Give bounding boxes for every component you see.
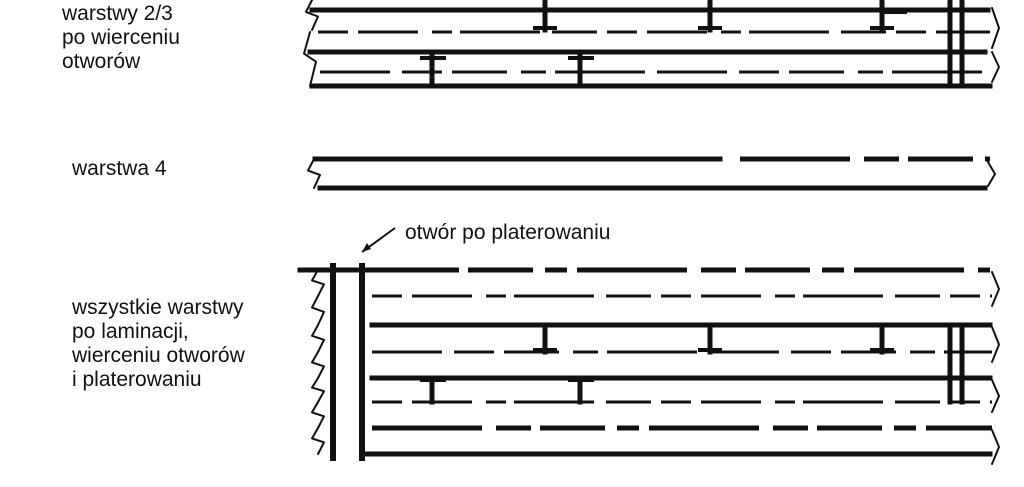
label-line: po laminacji, bbox=[72, 320, 189, 343]
label-all-layers: wszystkie warstwy po laminacji, wierceni… bbox=[72, 296, 245, 392]
label-plated-hole: otwór po platerowaniu bbox=[405, 221, 611, 244]
break-edge bbox=[991, 271, 1000, 307]
label-line: wszystkie warstwy bbox=[72, 296, 244, 319]
arrow-head-icon bbox=[362, 243, 371, 252]
label-layers-2-3: warstwy 2/3 po wierceniu otworów bbox=[62, 2, 180, 74]
break-edge bbox=[991, 51, 1000, 83]
label-line: po wierceniu bbox=[62, 26, 180, 49]
laminated-stack-cross-section bbox=[297, 263, 1000, 465]
break-edge bbox=[987, 161, 996, 187]
break-edge bbox=[991, 429, 1000, 465]
break-edge bbox=[311, 351, 325, 379]
break-edge bbox=[305, 0, 319, 31]
break-edge bbox=[311, 324, 325, 353]
label-line: otworów bbox=[62, 50, 141, 73]
break-edge bbox=[991, 7, 1000, 49]
break-edge bbox=[311, 269, 325, 297]
label-line: wierceniu otworów bbox=[72, 344, 245, 367]
break-edge bbox=[311, 295, 325, 326]
break-edge bbox=[307, 158, 321, 189]
break-edge bbox=[991, 326, 1000, 363]
break-edge bbox=[311, 377, 325, 403]
break-edge bbox=[311, 427, 325, 455]
layer-4-cross-section bbox=[307, 156, 996, 191]
break-edge bbox=[991, 379, 1000, 413]
label-line: i platerowaniu bbox=[72, 368, 202, 391]
break-edge bbox=[303, 31, 317, 87]
layers-2-3-cross-section bbox=[303, 0, 1000, 89]
break-edge bbox=[311, 401, 325, 429]
label-layer-4: warstwa 4 bbox=[72, 157, 167, 180]
label-line: warstwy 2/3 bbox=[62, 2, 173, 25]
